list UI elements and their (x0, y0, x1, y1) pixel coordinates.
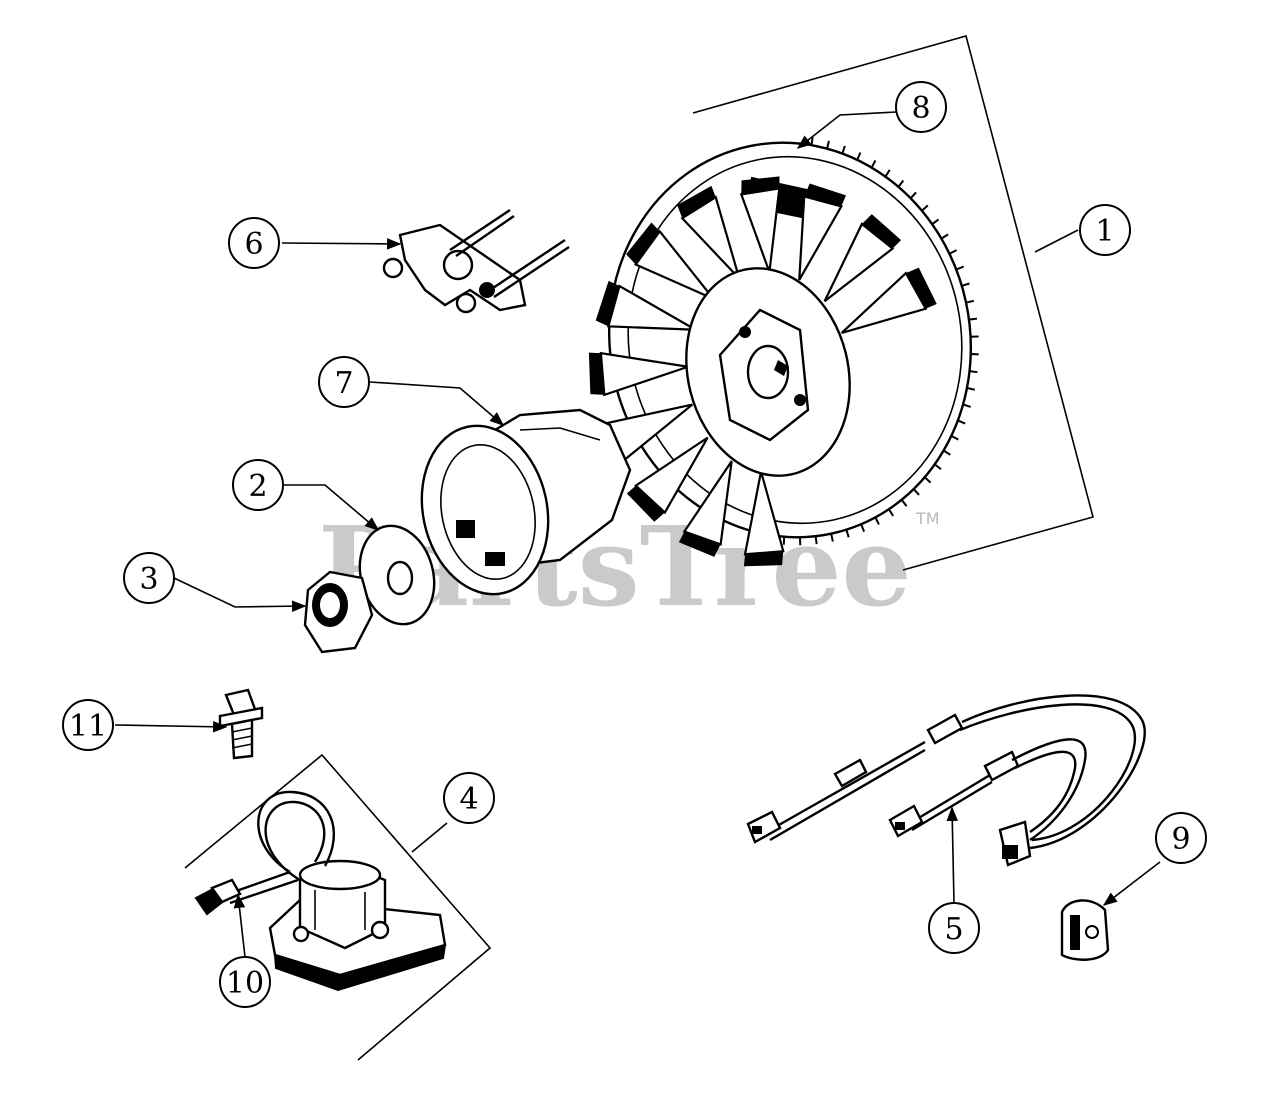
leader-5 (946, 806, 959, 904)
flywheel (588, 137, 979, 567)
callout-6[interactable]: 6 (228, 217, 280, 269)
flywheel-group-bracket (692, 35, 1094, 571)
callout-4-text: 4 (459, 782, 478, 817)
leader-6 (281, 238, 402, 250)
callout-2-text: 2 (248, 469, 267, 504)
hex-nut (303, 570, 374, 654)
leader-lines (114, 111, 1161, 958)
callout-6-text: 6 (244, 227, 263, 262)
callout-9[interactable]: 9 (1155, 812, 1207, 864)
washer (358, 524, 436, 626)
leader-9 (1102, 861, 1161, 906)
leader-11 (114, 721, 228, 733)
callout-8-text: 8 (911, 91, 930, 126)
callout-7-text: 7 (334, 366, 353, 401)
ignition-group-bracket (184, 753, 492, 1061)
callout-8[interactable]: 8 (895, 81, 947, 133)
callout-10[interactable]: 10 (219, 956, 271, 1008)
leader-7 (369, 381, 505, 426)
callout-5[interactable]: 5 (928, 902, 980, 954)
leader-4 (411, 822, 448, 853)
leader-8 (796, 111, 897, 149)
bracket-assembly (382, 209, 570, 314)
callout-2[interactable]: 2 (232, 459, 284, 511)
leader-10 (233, 893, 246, 958)
clip (1060, 899, 1110, 961)
callout-3[interactable]: 3 (123, 552, 175, 604)
leader-1 (1034, 229, 1079, 253)
callout-labels: 8 1 6 7 2 3 11 4 (62, 81, 1207, 1008)
callout-7[interactable]: 7 (318, 356, 370, 408)
bolt (218, 688, 264, 760)
flywheel-cup (420, 408, 632, 596)
leader-2 (284, 484, 380, 531)
callout-4[interactable]: 4 (443, 772, 495, 824)
callout-3-text: 3 (139, 562, 158, 597)
callout-1[interactable]: 1 (1079, 204, 1131, 256)
wire-harness (746, 694, 1146, 867)
callout-11[interactable]: 11 (62, 699, 114, 751)
callout-10-text: 10 (226, 966, 264, 1001)
callout-5-text: 5 (944, 912, 963, 947)
leader-3 (173, 577, 307, 612)
callout-9-text: 9 (1171, 822, 1190, 857)
watermark-tm: TM (915, 509, 940, 528)
callout-11-text: 11 (69, 709, 107, 744)
callout-1-text: 1 (1095, 214, 1114, 249)
